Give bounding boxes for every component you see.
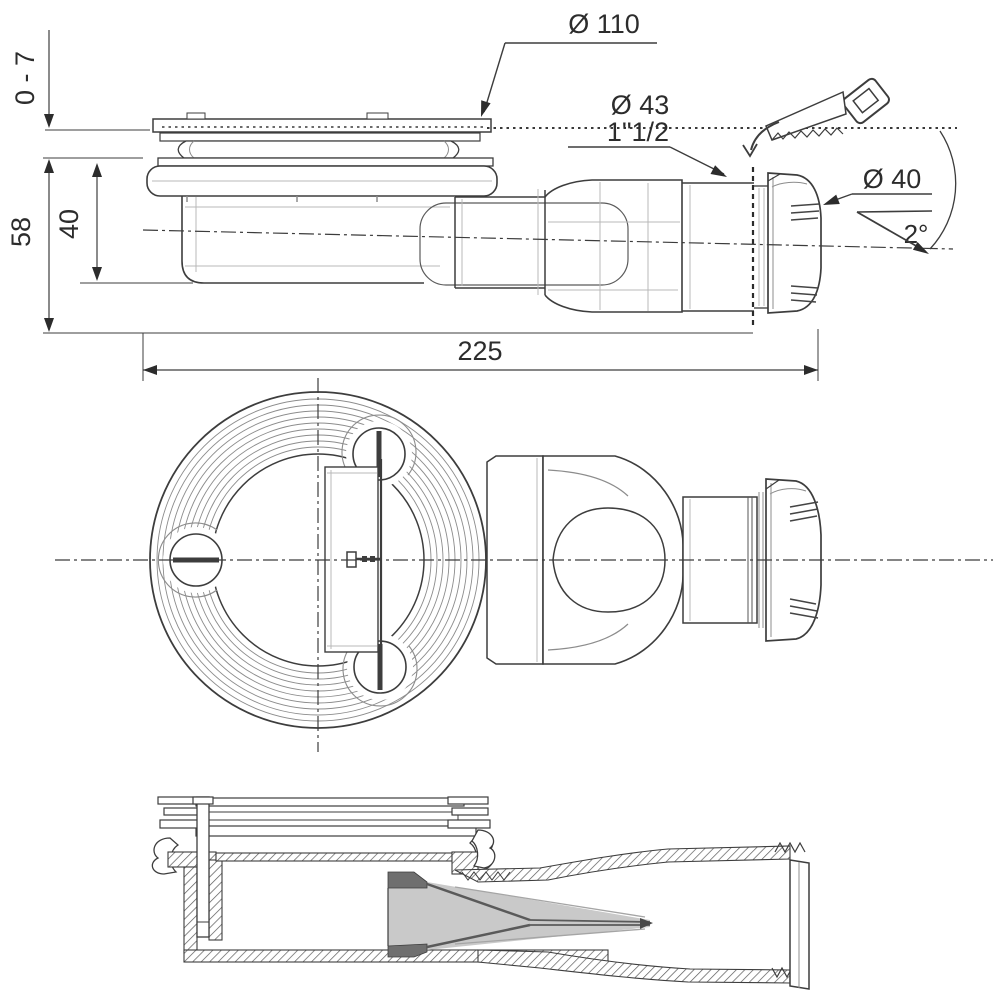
grate-tab [186, 112, 206, 120]
saw-icon [765, 77, 890, 141]
overall-height-label: 58 [6, 217, 36, 247]
elevation-dimensions: Ø 110 Ø 43 1"1/2 Ø 40 2° [6, 9, 957, 381]
gasket [177, 140, 460, 159]
cut-direction-arrow-icon [742, 121, 780, 158]
section-walls [167, 845, 791, 984]
trap-bowl [181, 196, 424, 284]
internal-thread [461, 871, 511, 881]
grate-tab [366, 112, 389, 120]
flange-diameter-leader [483, 42, 506, 113]
tile-range-label: 0 - 7 [10, 51, 40, 105]
pipe-end-thread [774, 841, 806, 854]
cross-section-view [151, 796, 810, 990]
flange-diameter-label: Ø 110 [568, 9, 640, 39]
flange-screws [169, 427, 407, 694]
side-elevation-view [142, 112, 954, 327]
compression-nut [767, 172, 822, 314]
section-screw [196, 796, 210, 938]
slope-angle-label: 2° [904, 219, 929, 249]
flange-plate [157, 157, 494, 167]
outlet-wall-hook [471, 829, 496, 869]
pipe-diameter-label: Ø 40 [863, 164, 922, 194]
trap-dome [544, 179, 683, 313]
top-plan-view [55, 378, 993, 752]
grate-plate [152, 118, 492, 133]
slope-line [856, 211, 926, 252]
elevation-centerline [142, 229, 954, 250]
section-grate-plate [195, 797, 465, 807]
overall-length-label: 225 [457, 336, 502, 366]
inner-cup-outline [419, 202, 629, 286]
plan-nut-knurling [789, 501, 819, 619]
membrane-valve [387, 871, 653, 958]
body-depth-label: 40 [54, 209, 84, 239]
outlet-diameter-label: Ø 43 [611, 90, 670, 120]
slope-arc [929, 130, 957, 250]
seal-plate [159, 132, 481, 142]
nut-knurling [790, 203, 820, 303]
outlet-thread-label: 1"1/2 [607, 117, 669, 147]
